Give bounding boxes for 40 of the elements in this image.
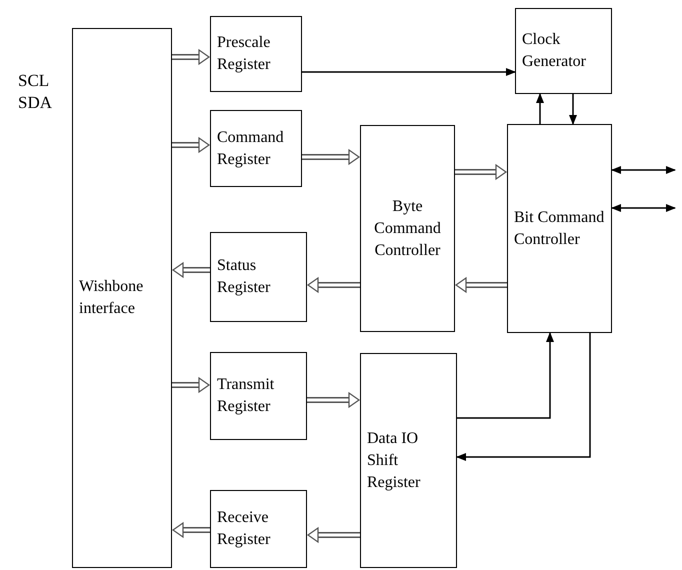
block-label: Wishbone interface <box>79 277 144 319</box>
arrow <box>302 68 516 76</box>
block-label: Prescale Register <box>217 33 272 75</box>
block-box <box>507 124 612 333</box>
signal-label: SDA <box>18 92 52 114</box>
arrow <box>456 333 591 461</box>
block-label: Receive Register <box>217 508 272 550</box>
hollow-arrow <box>306 526 360 544</box>
block-label: Status Register <box>217 256 272 298</box>
block-label: Data IO Shift Register <box>367 428 422 492</box>
hollow-arrow <box>307 392 360 408</box>
hollow-arrow <box>172 48 210 66</box>
arrow <box>536 93 544 124</box>
block-label: Byte Command Controller <box>373 196 442 260</box>
block-box <box>360 125 455 332</box>
hollow-arrow <box>454 276 507 294</box>
hollow-arrow <box>172 136 210 154</box>
block-box <box>210 352 307 440</box>
block-box <box>210 110 302 187</box>
arrow <box>569 94 577 125</box>
block-box <box>72 28 172 568</box>
hollow-arrow <box>306 276 360 294</box>
block-label: Command Register <box>217 128 285 170</box>
block-label: Clock Generator <box>522 30 587 72</box>
block-box <box>360 353 457 568</box>
arrow <box>611 204 676 212</box>
block-label: Transmit Register <box>217 375 276 417</box>
block-box <box>210 232 307 322</box>
block-box <box>515 8 612 94</box>
hollow-arrow <box>455 164 508 180</box>
signal-label: SCL <box>18 70 50 92</box>
arrow <box>611 166 676 174</box>
hollow-arrow <box>172 522 210 538</box>
hollow-arrow <box>302 148 360 166</box>
hollow-arrow <box>172 262 210 278</box>
block-label: Bit Command Controller <box>514 208 605 250</box>
block-box <box>210 16 302 92</box>
hollow-arrow <box>172 376 210 394</box>
arrow <box>457 332 554 419</box>
block-box <box>210 490 307 568</box>
